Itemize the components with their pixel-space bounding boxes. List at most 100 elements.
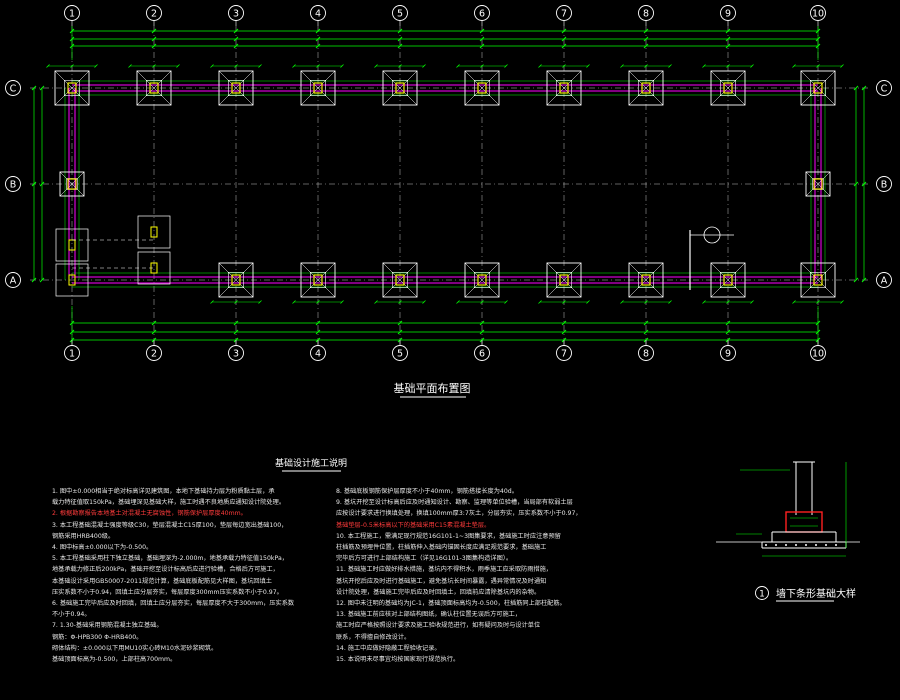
note-left-line: 地基承载力修正后200kPa，基础开挖至设计标高后应进行验槽，合格后方可施工，: [52, 566, 279, 574]
axis-bottom-6-label: 6: [479, 349, 485, 360]
footing-slope: [464, 262, 500, 298]
footing-dim-tick: [374, 300, 378, 304]
footing-outline: [710, 70, 746, 106]
footing-dim-tick: [374, 64, 378, 68]
notes-left-column: 1. 图中±0.000相当于绝对标高详见建筑图，本地下基础持力层为粉质黏土层，承…: [52, 486, 294, 665]
axis-right-B: B: [876, 176, 892, 192]
footing-slope: [382, 262, 418, 298]
note-left-line: 7. 1.30-基础采用钢筋混凝土独立基础。: [52, 622, 163, 630]
footing-dim-tick: [70, 64, 74, 68]
detail-rebar-dot: [775, 544, 777, 546]
axis-top-7: 7: [556, 5, 572, 21]
footing-step: [556, 272, 572, 288]
dim-bottom-footings-tick: [643, 320, 649, 326]
footing-outline: [382, 70, 418, 106]
dim-top-axes-tick: [315, 36, 321, 42]
dim-left-axes-tick: [39, 277, 45, 283]
dim-left-overall-tick: [31, 181, 37, 187]
footing-dim-tick: [340, 300, 344, 304]
axis-left-A-label: A: [10, 276, 17, 287]
dim-top-footings-tick: [479, 43, 485, 49]
axis-bottom-8-label: 8: [643, 349, 649, 360]
footing-outline: [805, 171, 831, 197]
axis-right-C-label: C: [881, 84, 888, 95]
note-left-line: 压实系数不小于0.94，回填土应分层夯实，每层厚度300mm压实系数不小于0.9…: [52, 588, 283, 596]
note-right-line: 11. 基础施工时应做好排水措施，基坑内不得积水，雨季施工应采取防雨措施，: [336, 566, 552, 574]
footing-dim-tick: [620, 300, 624, 304]
axis-bottom-4-label: 4: [315, 349, 321, 360]
axis-top-1-label: 1: [69, 9, 75, 20]
axis-right-B-label: B: [881, 180, 888, 191]
pad-footing-outline: [137, 215, 171, 249]
footing-slope: [218, 70, 254, 106]
detail-title: 墙下条形基础大样: [776, 587, 856, 600]
footing-A9: [710, 262, 746, 298]
footing-slope: [300, 262, 336, 298]
footing-slope: [628, 70, 664, 106]
footing-A8: [628, 262, 664, 298]
footing-slope: [59, 171, 85, 197]
footing-dim-tick: [234, 64, 238, 68]
dim-top-axes-tick: [725, 36, 731, 42]
dim-top-axes-tick: [397, 36, 403, 42]
axis-top-3-label: 3: [233, 9, 239, 20]
dim-top-overall-tick: [479, 28, 485, 34]
axis-left-B-label: B: [10, 180, 17, 191]
detail-number: 1: [759, 590, 765, 600]
dim-bottom-footings-tick: [725, 320, 731, 326]
footing-C6: [464, 70, 500, 106]
axis-bottom-2: 2: [146, 345, 162, 361]
footing-dim-tick: [46, 64, 50, 68]
dim-top-axes-tick: [233, 36, 239, 42]
axis-bottom-3: 3: [228, 345, 244, 361]
dim-top-overall-tick: [643, 28, 649, 34]
note-left-line: 4. 图中标高±0.000以下为-0.500。: [52, 544, 153, 552]
dim-top-footings-tick: [643, 43, 649, 49]
axis-bottom-7: 7: [556, 345, 572, 361]
detail-rebar-dot: [785, 544, 787, 546]
grid-lines: [30, 26, 870, 346]
axis-bottom-2-label: 2: [151, 349, 157, 360]
footing-A7: [546, 262, 582, 298]
axis-bottom-6: 6: [474, 345, 490, 361]
pad-footing-outline: [55, 228, 89, 262]
dim-top-overall-tick: [151, 28, 157, 34]
note-right-line: 12. 图中未注明的基础均为JC-1，基础顶面标高均为-0.500，柱插筋同上部…: [336, 600, 566, 608]
dim-top-overall-tick: [233, 28, 239, 34]
footing-dim-tick: [562, 300, 566, 304]
axis-top-3: 3: [228, 5, 244, 21]
axis-top-2: 2: [146, 5, 162, 21]
column-section: [813, 178, 823, 190]
dim-top-axes-tick: [151, 36, 157, 42]
note-right-line: 15. 本说明未尽事宜均按国家现行规范执行。: [336, 656, 460, 664]
dim-bottom-axes-tick: [561, 329, 567, 335]
footing-outline: [54, 70, 90, 106]
dim-top-axes-tick: [479, 36, 485, 42]
footing-dim-tick: [258, 64, 262, 68]
dim-left-overall-tick: [31, 277, 37, 283]
dim-top-overall-tick: [725, 28, 731, 34]
footing-step: [392, 80, 408, 96]
column-section: [231, 82, 241, 94]
note-left-line: 5. 本工程基础采用柱下独立基础，基础埋深为-2.000m，地基承载力特征值15…: [52, 555, 288, 563]
axis-top-10-label: 10: [812, 9, 824, 20]
footing-dim-tick: [840, 300, 844, 304]
footing-dim-tick: [480, 300, 484, 304]
axis-top-5: 5: [392, 5, 408, 21]
axis-bottom-5-label: 5: [397, 349, 403, 360]
footing-outline: [800, 262, 836, 298]
note-right-line: 完毕后方可进行上部结构施工（详见16G101-3图集构造详图）。: [336, 555, 513, 563]
footing-slope: [805, 171, 831, 197]
footing-A6: [464, 262, 500, 298]
note-right-line: 应按设计要求进行换填处理，换填100mm厚3:7灰土，分层夯实，压实系数不小于0…: [336, 510, 582, 518]
footing-dim-tick: [816, 300, 820, 304]
footing-dim-tick: [504, 64, 508, 68]
axis-left-C-circle: [5, 80, 21, 96]
dim-bottom-axes-tick: [315, 329, 321, 335]
footing-C7: [546, 70, 582, 106]
axis-bottom-8: 8: [638, 345, 654, 361]
dim-bottom-footings-tick: [315, 320, 321, 326]
footing-step: [392, 272, 408, 288]
footing-step: [474, 80, 490, 96]
note-right-line: 基坑开挖后应及时进行基础施工，避免基坑长时间暴露，遇异常情况及时通知: [336, 577, 547, 585]
